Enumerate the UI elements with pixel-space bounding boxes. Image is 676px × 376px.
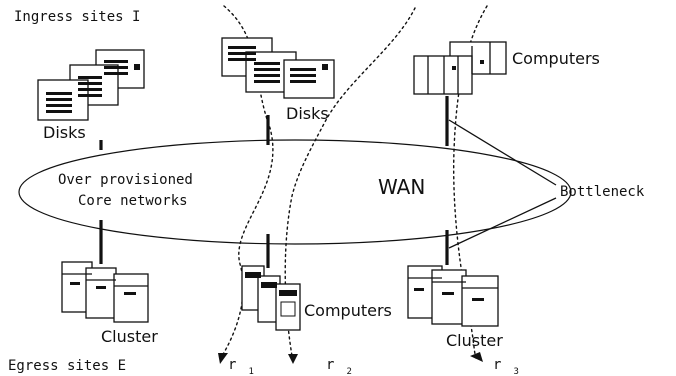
cluster-right-label: Cluster <box>446 331 503 350</box>
ingress-sites-label: Ingress sites I <box>14 9 140 25</box>
flow-r2 <box>284 7 416 357</box>
computers-bottom-icon <box>241 265 301 331</box>
route-name-2: r <box>326 357 334 373</box>
route-name-3: r <box>493 357 501 373</box>
core-network-ellipse <box>18 139 572 245</box>
route-sub-3: 3 <box>513 367 518 376</box>
flow-r1-arrowhead <box>218 353 228 364</box>
flow-r3-arrowhead <box>470 352 483 362</box>
wan-label: WAN <box>378 175 425 199</box>
egress-sites-label: Egress sites E <box>8 358 126 374</box>
core-network-line1: Over provisioned <box>58 172 193 188</box>
cluster-left-icon <box>61 261 149 323</box>
computers-bottom-label: Computers <box>304 301 392 320</box>
route-name-1: r <box>228 357 236 373</box>
bottleneck-label: Bottleneck <box>560 184 645 200</box>
disks-mid-icon <box>221 37 335 99</box>
disks-left-icon <box>37 49 145 121</box>
cluster-left-label: Cluster <box>101 327 158 346</box>
route-sub-1: 1 <box>248 367 253 376</box>
disks-mid-label: Disks <box>286 104 329 123</box>
cluster-right-icon <box>407 265 499 327</box>
core-network-line2: Core networks <box>78 193 188 209</box>
computers-top-icon <box>413 41 507 95</box>
computers-top-label: Computers <box>512 49 600 68</box>
bottleneck-pointer-bottom <box>448 197 557 249</box>
route-sub-2: 2 <box>346 367 351 376</box>
disks-left-label: Disks <box>43 123 86 142</box>
bottleneck-pointer-top <box>448 119 557 186</box>
flow-r2-arrowhead <box>288 354 298 364</box>
